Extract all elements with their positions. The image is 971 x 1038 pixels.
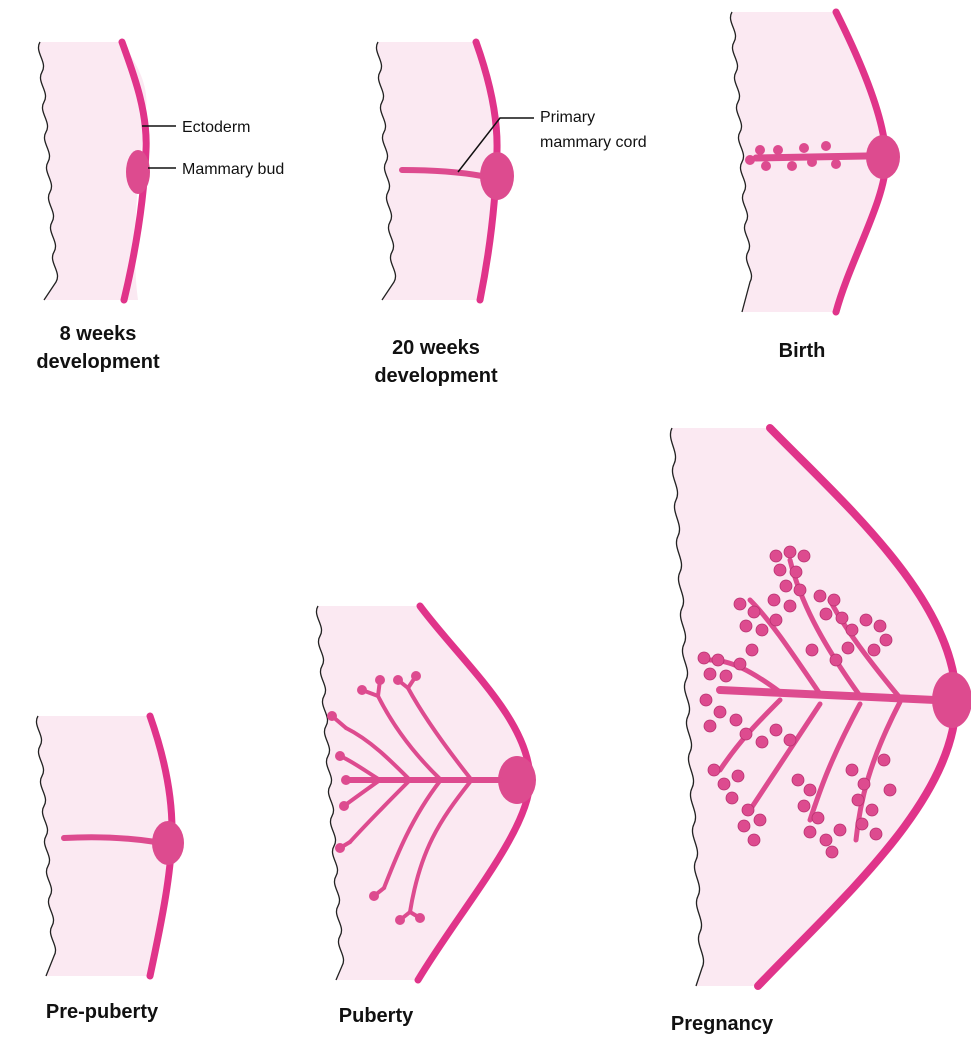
panel-8-weeks: Ectoderm Mammary bud 8 weeks development xyxy=(36,42,284,373)
mammary-bud xyxy=(866,135,900,179)
mammary-bud xyxy=(480,152,514,200)
primary-cord-label-1: Primary xyxy=(540,109,595,126)
tissue-region xyxy=(670,428,956,986)
ectoderm-label: Ectoderm xyxy=(182,119,250,136)
stage-title-20-weeks-1: 20 weeks xyxy=(392,337,480,359)
stage-title-pre-puberty: Pre-puberty xyxy=(46,1001,159,1023)
stage-title-puberty: Puberty xyxy=(339,1005,414,1027)
stage-title-pregnancy: Pregnancy xyxy=(671,1013,774,1035)
tissue-region xyxy=(316,606,530,980)
mammary-bud xyxy=(126,150,150,194)
panel-puberty: Puberty xyxy=(316,606,536,1027)
primary-cord-label-2: mammary cord xyxy=(540,134,647,151)
mammary-bud-label: Mammary bud xyxy=(182,161,284,178)
stage-title-8-weeks-2: development xyxy=(36,351,160,373)
tissue-region xyxy=(36,716,172,976)
stage-title-20-weeks-2: development xyxy=(374,365,498,387)
panel-birth: Birth xyxy=(730,12,900,362)
panel-20-weeks: Primary mammary cord 20 weeks developmen… xyxy=(374,42,646,387)
stage-title-birth: Birth xyxy=(779,340,826,362)
panel-pregnancy: Pregnancy xyxy=(670,428,971,1035)
mammary-bud xyxy=(498,756,536,804)
stage-title-8-weeks-1: 8 weeks xyxy=(60,323,137,345)
panel-pre-puberty: Pre-puberty xyxy=(36,716,184,1023)
